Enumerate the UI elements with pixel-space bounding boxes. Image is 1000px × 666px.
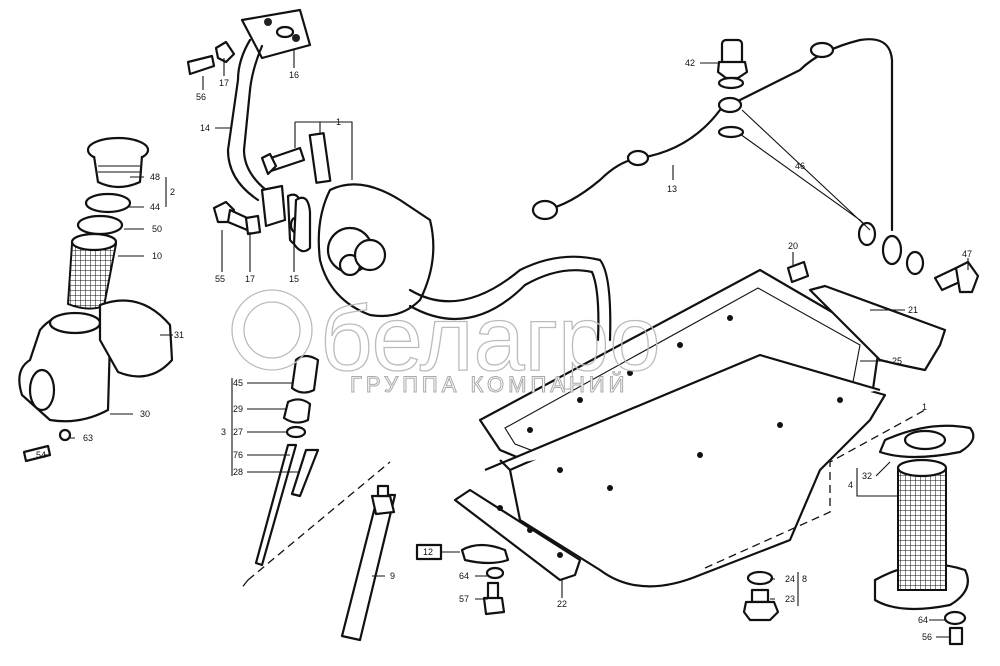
callout-20: 20 — [788, 241, 798, 251]
callout-54: 54 — [36, 450, 46, 460]
callout-2: 2 — [170, 187, 175, 197]
callout-48: 48 — [150, 172, 160, 182]
callout-25: 25 — [892, 356, 902, 366]
filler-cap-strainer — [66, 136, 150, 310]
callout-23: 23 — [785, 594, 795, 604]
callout-16: 16 — [289, 70, 299, 80]
callout-14: 14 — [200, 123, 210, 133]
callout-64: 64 — [459, 571, 469, 581]
callout-17: 17 — [219, 78, 229, 88]
leader-lines — [44, 50, 969, 638]
callout-29: 29 — [233, 404, 243, 414]
callout-12: 12 — [423, 547, 433, 557]
callout-22: 22 — [557, 599, 567, 609]
callout-24: 24 — [785, 574, 795, 584]
callout-21: 21 — [908, 305, 918, 315]
callout-31: 31 — [174, 330, 184, 340]
callout-1-right: 1 — [922, 402, 927, 412]
callout-57: 57 — [459, 594, 469, 604]
callout-15: 15 — [289, 274, 299, 284]
callout-17-lower: 17 — [245, 274, 255, 284]
callout-42: 42 — [685, 58, 695, 68]
callout-1: 1 — [336, 117, 341, 127]
callout-63: 63 — [83, 433, 93, 443]
oil-pipe — [408, 255, 612, 342]
callout-76: 76 — [233, 450, 243, 460]
bolts-56-55 — [186, 40, 262, 236]
callout-44: 44 — [150, 202, 160, 212]
callout-13: 13 — [667, 184, 677, 194]
callout-46: 46 — [795, 161, 805, 171]
callout-28: 28 — [233, 467, 243, 477]
strainer-housing-30 — [18, 299, 174, 463]
callout-30: 30 — [140, 409, 150, 419]
oil-pump-1 — [260, 121, 435, 318]
callout-10: 10 — [152, 251, 162, 261]
callout-9: 9 — [390, 571, 395, 581]
watermark-subtitle: ГРУППА КОМПАНИЙ — [350, 372, 629, 397]
callout-56: 56 — [196, 92, 206, 102]
drain-plug-8 — [415, 543, 780, 622]
watermark-brand: белагро — [320, 288, 661, 390]
callout-45: 45 — [233, 378, 243, 388]
callout-56-right: 56 — [922, 632, 932, 642]
callout-55: 55 — [215, 274, 225, 284]
callout-64-right: 64 — [918, 615, 928, 625]
callout-50: 50 — [152, 224, 162, 234]
oil-strainer-4 — [704, 409, 975, 646]
callout-labels: 56 17 16 14 1 48 2 44 50 10 55 17 15 31 … — [36, 58, 972, 642]
callout-8: 8 — [802, 574, 807, 584]
dipstick-tube — [239, 354, 397, 642]
callout-47: 47 — [962, 249, 972, 259]
callout-32: 32 — [862, 471, 872, 481]
callout-3: 3 — [221, 427, 226, 437]
callout-27: 27 — [233, 427, 243, 437]
callout-4: 4 — [848, 480, 853, 490]
watermark: белагро ГРУППА КОМПАНИЙ — [231, 287, 661, 398]
oil-line-13 — [531, 38, 980, 294]
